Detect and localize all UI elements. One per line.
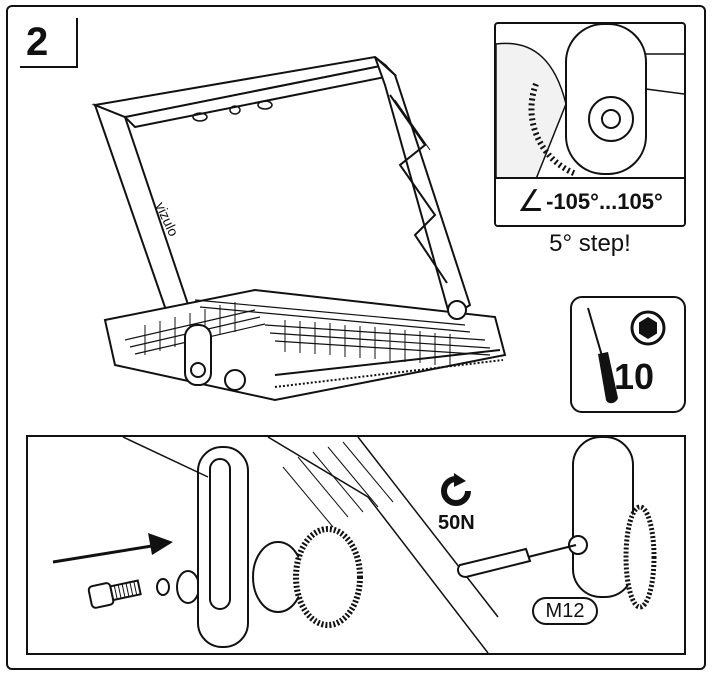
screwdriver-icon [587,307,618,404]
torque-label: 50N [438,512,475,534]
bolt-size-badge: M12 [532,597,598,625]
instruction-frame [6,5,706,670]
mounting-detail-illustration [52,437,657,653]
angle-detail-illustration [496,24,684,180]
tool-panel: 10 [570,296,686,413]
angle-range-label: ∠ -105°...105° [496,177,684,225]
mounting-detail-panel: 50N M12 [26,435,686,655]
step-note: 5° step! [549,230,631,257]
angle-icon: ∠ [517,185,545,218]
angle-detail-panel: ∠ -105°...105° [494,22,686,227]
angle-range-text: -105°...105° [546,189,663,214]
rotate-arrow-icon [441,473,471,506]
floodlight-illustration: vizulo [91,55,507,402]
step-number: 2 [20,18,78,68]
tool-size-label: 10 [614,356,655,397]
hex-socket-icon [630,310,666,346]
